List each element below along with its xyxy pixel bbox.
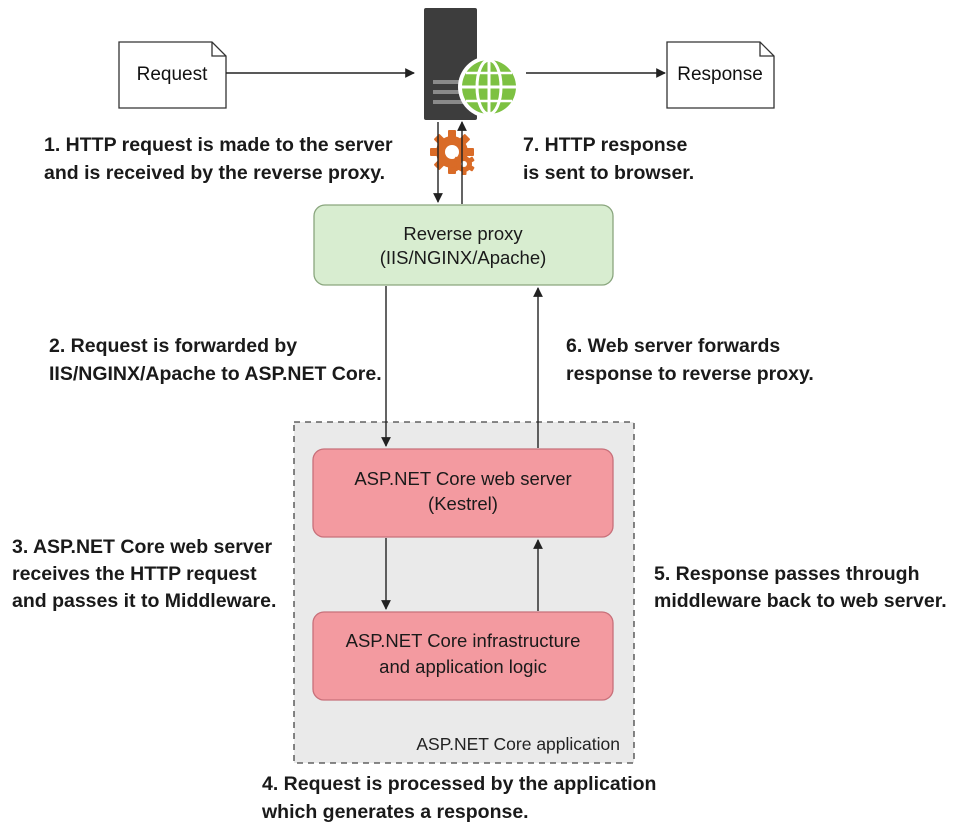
request-label: Request — [137, 64, 208, 85]
infrastructure-subtitle: and application logic — [379, 656, 547, 677]
step-3-line-2: receives the HTTP request — [12, 563, 257, 585]
aspnet-web-server-box: ASP.NET Core web server (Kestrel) — [312, 448, 614, 538]
step-5-line-2: middleware back to web server. — [654, 590, 947, 612]
aspnet-application-label: ASP.NET Core application — [416, 734, 620, 754]
step-1-line-2: and is received by the reverse proxy. — [44, 162, 385, 184]
step-7-note: 7. HTTP response is sent to browser. — [523, 134, 694, 184]
step-2-line-1: 2. Request is forwarded by — [49, 335, 297, 357]
step-6-line-1: 6. Web server forwards — [566, 335, 780, 357]
infrastructure-title: ASP.NET Core infrastructure — [346, 630, 581, 651]
web-server-title: ASP.NET Core web server — [354, 468, 571, 489]
step-6-note: 6. Web server forwards response to rever… — [566, 335, 814, 385]
reverse-proxy-title: Reverse proxy — [403, 223, 523, 244]
step-4-line-1: 4. Request is processed by the applicati… — [262, 773, 656, 795]
response-label: Response — [677, 64, 763, 85]
step-6-line-2: response to reverse proxy. — [566, 363, 814, 385]
gear-icon — [430, 130, 475, 175]
step-2-note: 2. Request is forwarded by IIS/NGINX/Apa… — [49, 335, 382, 385]
reverse-proxy-box: Reverse proxy (IIS/NGINX/Apache) — [313, 204, 614, 286]
step-3-line-1: 3. ASP.NET Core web server — [12, 536, 273, 558]
step-2-line-2: IIS/NGINX/Apache to ASP.NET Core. — [49, 363, 382, 385]
step-5-note: 5. Response passes through middleware ba… — [654, 563, 947, 612]
step-5-line-1: 5. Response passes through — [654, 563, 920, 585]
step-4-note: 4. Request is processed by the applicati… — [261, 773, 656, 823]
globe-icon — [458, 56, 520, 118]
web-server-subtitle: (Kestrel) — [428, 493, 498, 514]
step-1-line-1: 1. HTTP request is made to the server — [44, 134, 393, 156]
aspnet-infrastructure-box: ASP.NET Core infrastructure and applicat… — [312, 611, 614, 701]
step-3-line-3: and passes it to Middleware. — [12, 590, 276, 612]
reverse-proxy-subtitle: (IIS/NGINX/Apache) — [380, 247, 547, 268]
step-4-line-2: which generates a response. — [261, 801, 529, 823]
response-document: Response — [666, 41, 775, 109]
step-1-note: 1. HTTP request is made to the server an… — [44, 134, 393, 184]
request-document: Request — [118, 41, 227, 109]
step-7-line-2: is sent to browser. — [523, 162, 694, 184]
step-7-line-1: 7. HTTP response — [523, 134, 688, 156]
step-3-note: 3. ASP.NET Core web server receives the … — [12, 536, 276, 612]
